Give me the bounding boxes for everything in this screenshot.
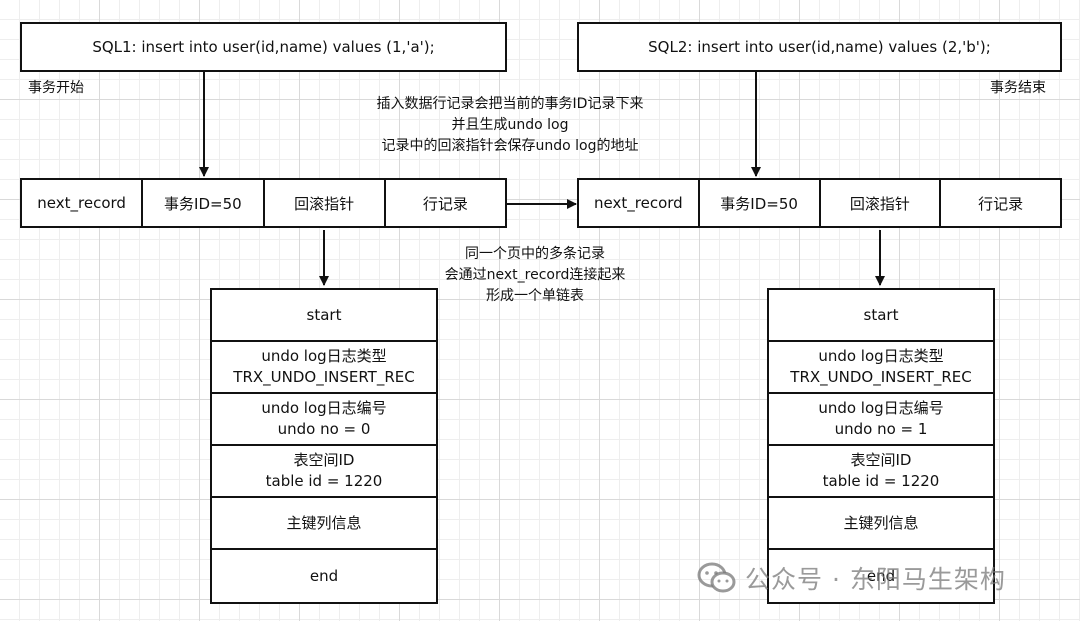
tx-start-label: 事务开始 [28,80,84,96]
undo-cell-text: TRX_UNDO_INSERT_REC [790,368,972,386]
undo-cell-text: TRX_UNDO_INSERT_REC [233,368,415,386]
record-cell: next_record [579,180,700,226]
record-cell: 回滚指针 [265,180,386,226]
record-cell: 行记录 [422,194,468,213]
watermark: 公众号 · 东阳马生架构 [697,560,1006,596]
undo-log-left: start undo log日志类型 TRX_UNDO_INSERT_REC un… [210,288,438,604]
note-top-line: 插入数据行记录会把当前的事务ID记录下来 [376,96,644,112]
note-top-line: 记录中的回滚指针会保存undo log的地址 [381,138,639,154]
wechat-icon [697,562,736,593]
undo-cell-text: undo no = 1 [834,420,928,438]
undo-cell-text: end [866,566,896,585]
sql2-text: SQL2: insert into user(id,name) values (… [648,37,991,56]
record-cell: 回滚指针 [821,180,942,226]
undo-cell: end [212,550,436,602]
undo-cell: 主键列信息 [212,498,436,550]
watermark-text: 公众号 · 东阳马生架构 [745,565,1006,594]
undo-cell-text: end [309,566,339,585]
undo-cell-text: undo no = 0 [277,420,371,438]
note-mid-line: 同一个页中的多条记录 [465,246,605,262]
undo-cell: start [769,290,993,342]
undo-cell-text: 表空间ID [293,451,355,469]
undo-cell: 表空间ID table id = 1220 [769,446,993,498]
record-left: next_record 事务ID=50 回滚指针 行记录 [20,178,507,228]
record-cell: next_record [22,180,144,226]
undo-cell: undo log日志类型 TRX_UNDO_INSERT_REC [212,342,436,394]
record-cell: 事务ID=50 [700,180,821,226]
undo-cell-text: undo log日志编号 [261,399,387,417]
undo-cell: undo log日志编号 undo no = 0 [212,394,436,446]
undo-cell: start [212,290,436,342]
record-cell: 行记录 [978,194,1024,213]
undo-cell-text: 主键列信息 [286,513,362,532]
note-top-line: 并且生成undo log [451,117,569,133]
undo-cell-text: 主键列信息 [843,513,919,532]
undo-cell-text: undo log日志类型 [261,347,387,365]
undo-cell-text: undo log日志编号 [818,399,944,417]
sql2-box: SQL2: insert into user(id,name) values (… [577,22,1062,72]
note-top: 插入数据行记录会把当前的事务ID记录下来 并且生成undo log 记录中的回滚… [360,94,660,157]
note-mid-line: 会通过next_record连接起来 [444,267,626,283]
undo-cell-text: start [306,305,342,324]
sql1-text: SQL1: insert into user(id,name) values (… [92,37,435,56]
undo-cell: 主键列信息 [769,498,993,550]
undo-cell-text: table id = 1220 [265,472,383,490]
undo-cell-text: 表空间ID [850,451,912,469]
undo-cell: undo log日志类型 TRX_UNDO_INSERT_REC [769,342,993,394]
note-mid-line: 形成一个单链表 [486,288,584,304]
undo-cell: end [769,550,993,602]
undo-cell-text: start [863,305,899,324]
sql1-box: SQL1: insert into user(id,name) values (… [20,22,507,72]
undo-cell-text: undo log日志类型 [818,347,944,365]
undo-log-right: start undo log日志类型 TRX_UNDO_INSERT_REC un… [767,288,995,604]
note-mid: 同一个页中的多条记录 会通过next_record连接起来 形成一个单链表 [400,244,670,307]
record-cell: 事务ID=50 [143,180,265,226]
tx-end-label: 事务结束 [990,80,1046,96]
record-right: next_record 事务ID=50 回滚指针 行记录 [577,178,1062,228]
undo-cell: 表空间ID table id = 1220 [212,446,436,498]
undo-cell-text: table id = 1220 [822,472,940,490]
undo-cell: undo log日志编号 undo no = 1 [769,394,993,446]
